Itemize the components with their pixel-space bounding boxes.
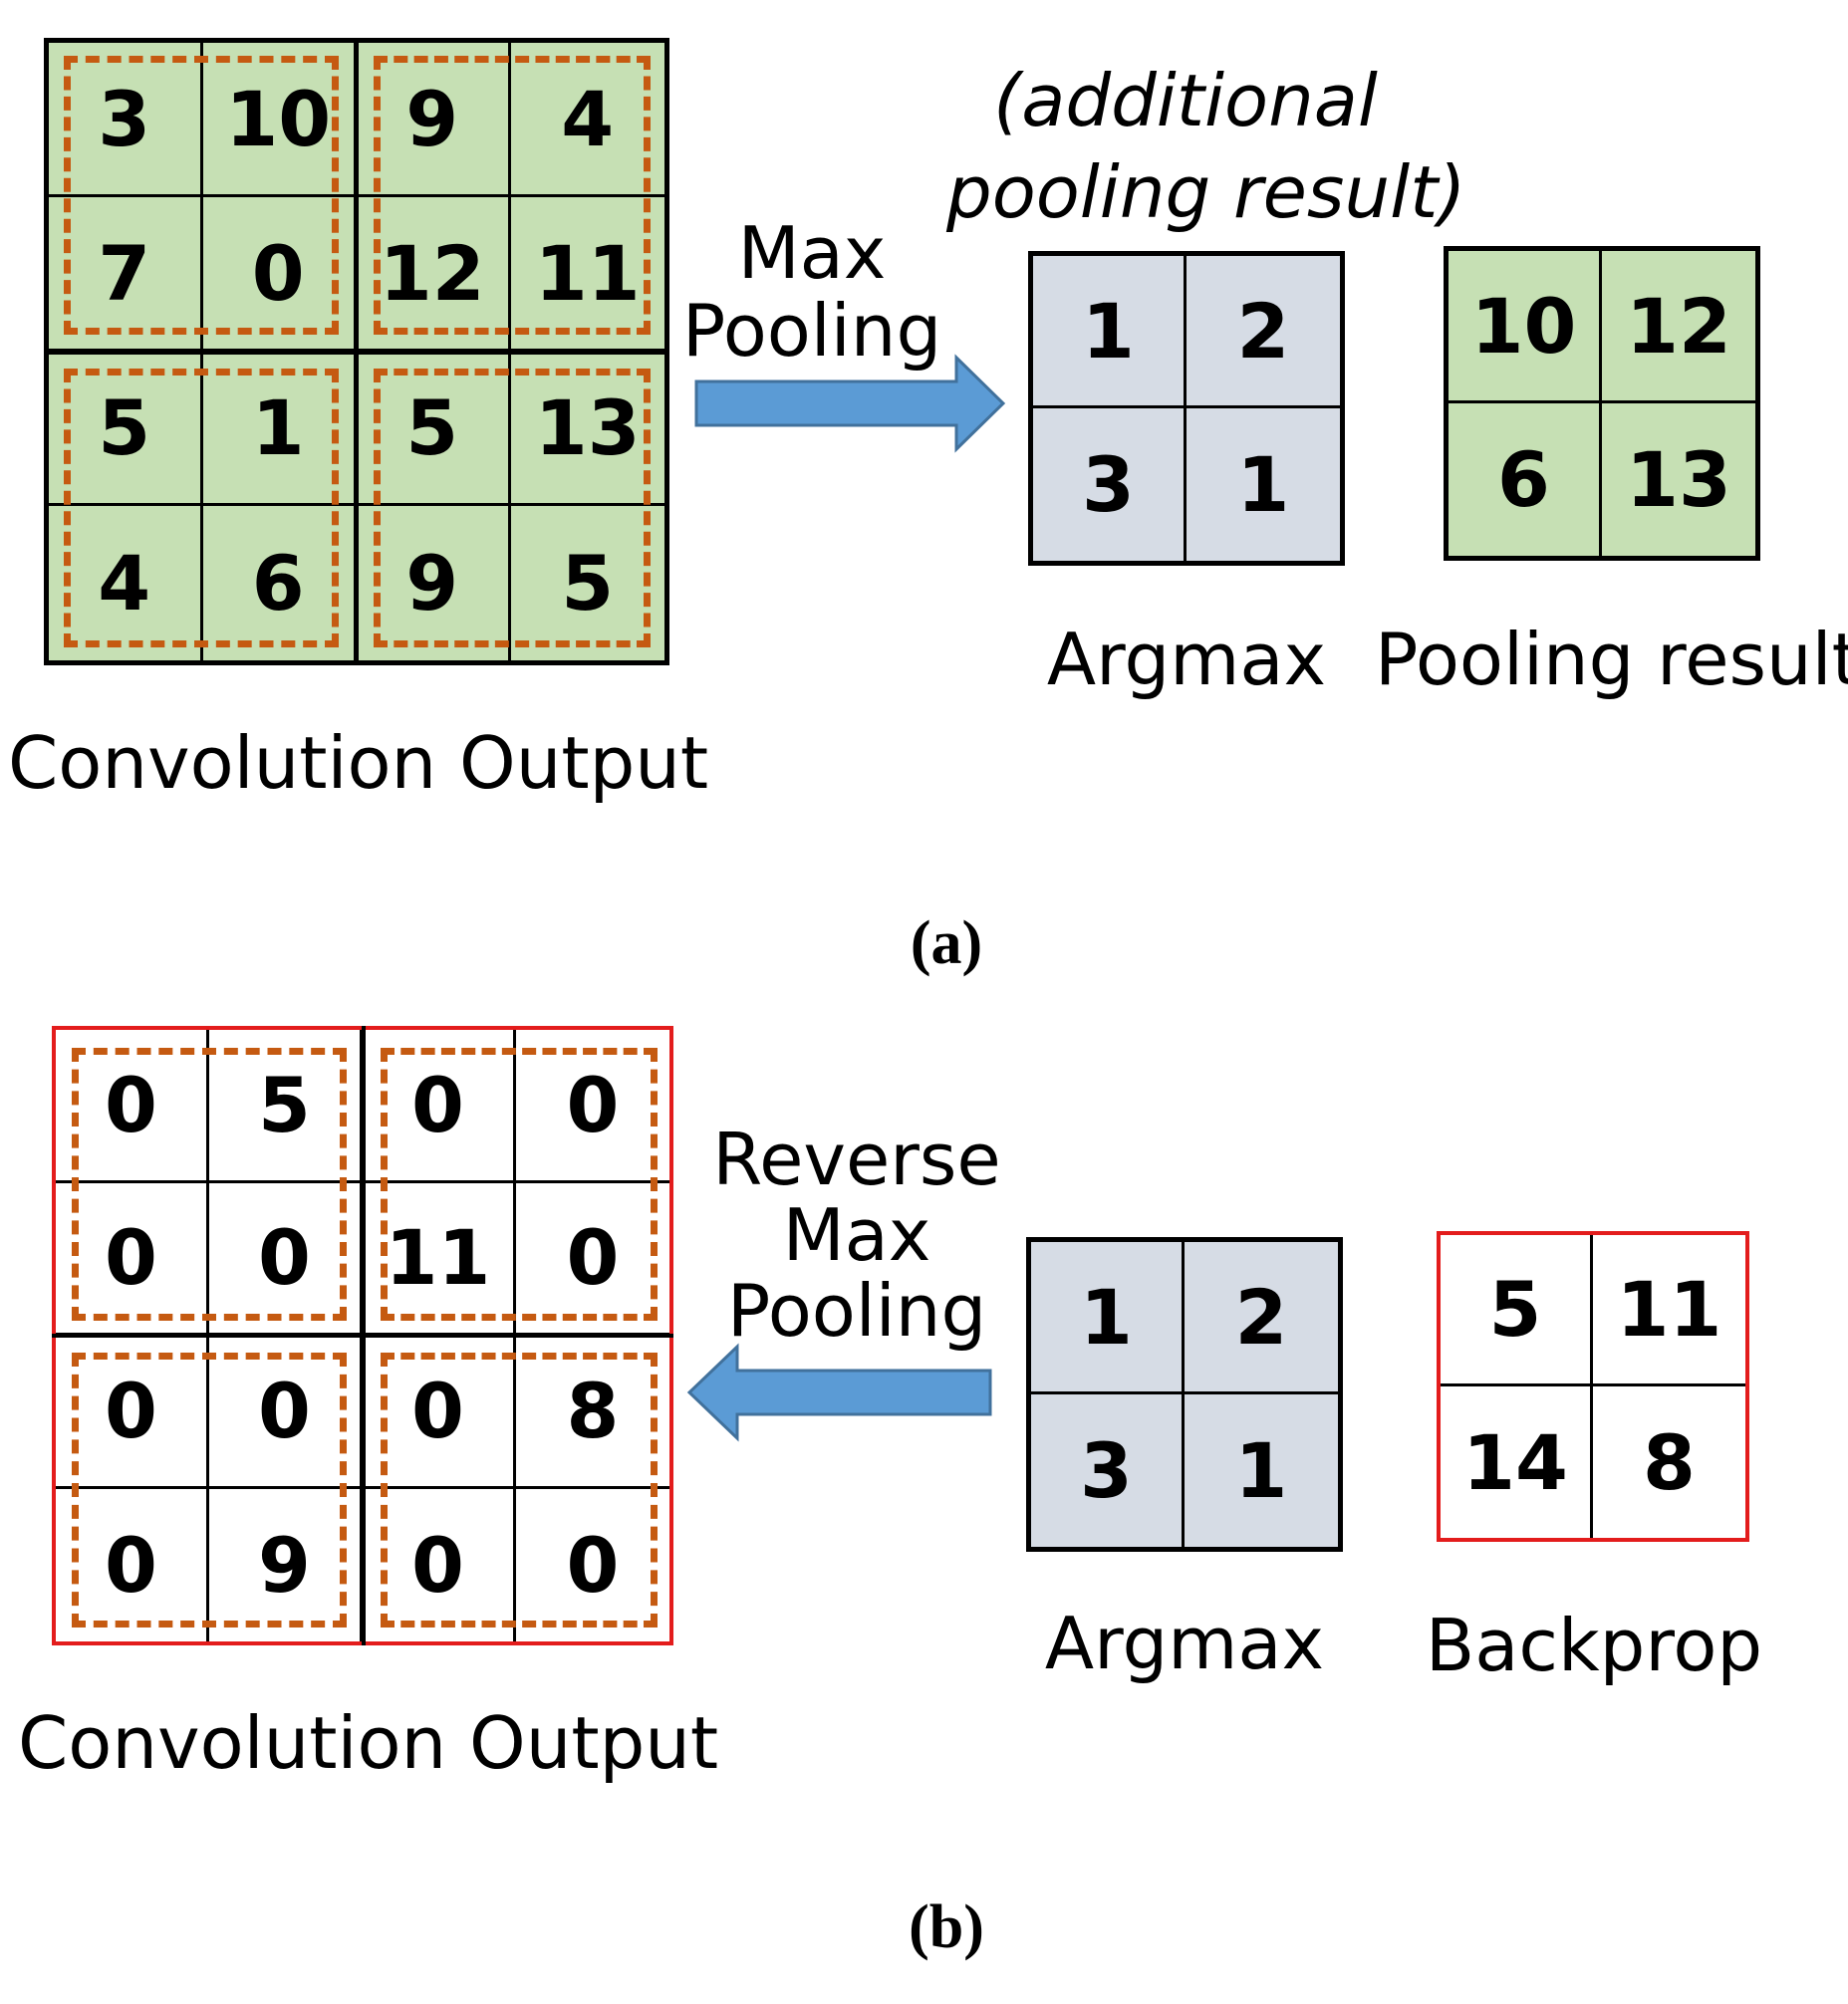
grid-cell: 0 <box>202 197 357 352</box>
grid-cell: 8 <box>516 1336 669 1489</box>
argmax-label-a: Argmax <box>1046 618 1327 701</box>
grid-cell: 10 <box>202 43 357 197</box>
grid-cell: 5 <box>1441 1235 1593 1386</box>
argmax-grid-a: 1 2 3 1 <box>1028 251 1345 566</box>
grid-cell: 2 <box>1187 256 1340 408</box>
arrow-label-line: Reverse <box>712 1118 1001 1201</box>
grid-cell: 5 <box>49 352 203 506</box>
grid-cell: 14 <box>1441 1386 1593 1538</box>
grid-cell: 0 <box>363 1336 516 1489</box>
pooling-result-grid: 10 12 6 13 <box>1444 246 1760 561</box>
grid-cell: 1 <box>1234 1426 1288 1515</box>
grid-cell: 1 <box>1236 440 1290 529</box>
grid-cell: 5 <box>561 539 615 627</box>
grid-cell: 1 <box>202 352 357 506</box>
grid-cell: 12 <box>357 197 511 352</box>
grid-cell: 0 <box>209 1182 363 1336</box>
grid-cell: 11 <box>1593 1235 1745 1386</box>
argmax-label-b: Argmax <box>1044 1602 1325 1685</box>
grid-cell: 0 <box>56 1336 209 1489</box>
grid-cell: 7 <box>49 197 203 352</box>
grid-cell: 0 <box>209 1336 363 1489</box>
additional-line: pooling result) <box>946 150 1466 234</box>
conv-output-label-a: Convolution Output <box>8 721 709 805</box>
grid-cell: 10 <box>1449 251 1602 403</box>
grid-cell: 11 <box>363 1182 516 1336</box>
grid-cell: 6 <box>203 506 357 660</box>
argmax-grid-b: 1 2 3 1 <box>1026 1237 1343 1552</box>
grid-cell: 1 <box>1031 1242 1185 1394</box>
grid-divider <box>52 1334 673 1338</box>
grid-cell: 0 <box>516 1030 669 1183</box>
arrow-label-line: Max <box>782 1193 931 1277</box>
grid-cell: 0 <box>56 1182 209 1336</box>
right-arrow-icon <box>694 354 1006 453</box>
additional-line: (additional <box>993 59 1378 142</box>
grid-cell: 3 <box>49 43 203 197</box>
grid-cell: 12 <box>1602 251 1755 403</box>
grid-cell: 13 <box>1626 435 1731 524</box>
grid-cell: 9 <box>209 1488 363 1641</box>
grid-cell: 0 <box>56 1488 209 1641</box>
grid-cell: 5 <box>357 352 511 506</box>
grid-cell: 1 <box>1033 256 1187 408</box>
grid-cell: 0 <box>363 1030 516 1183</box>
additional-pooling-label: (additional pooling result) <box>946 55 1466 238</box>
grid-cell: 4 <box>510 43 664 197</box>
backprop-grid: 5 11 14 8 <box>1437 1231 1749 1542</box>
grid-cell: 0 <box>363 1488 516 1641</box>
caption-a: (a) <box>910 909 983 977</box>
pooling-result-label: Pooling result <box>1375 618 1848 701</box>
grid-cell: 9 <box>357 43 511 197</box>
grid-cell: 0 <box>56 1030 209 1183</box>
grid-cell: 6 <box>1449 403 1602 556</box>
grid-cell: 3 <box>1033 408 1187 561</box>
max-pooling-label: Max Pooling <box>677 214 946 370</box>
backprop-label: Backprop <box>1425 1604 1763 1687</box>
grid-cell: 2 <box>1185 1242 1338 1394</box>
grid-cell: 11 <box>510 197 664 352</box>
arrow-label-line: Pooling <box>726 1269 987 1353</box>
grid-cell: 0 <box>566 1520 620 1610</box>
grid-cell: 4 <box>49 506 203 660</box>
arrow-label-line: Pooling <box>681 289 942 373</box>
grid-cell: 3 <box>1031 1394 1185 1547</box>
grid-divider <box>44 350 669 355</box>
reverse-max-pooling-label: Reverse Max Pooling <box>697 1122 1016 1349</box>
grid-cell: 13 <box>510 352 664 506</box>
grid-cell: 0 <box>516 1183 669 1336</box>
left-arrow-icon <box>686 1343 992 1442</box>
arrow-label-line: Max <box>737 211 887 295</box>
grid-cell: 5 <box>209 1030 363 1183</box>
caption-b: (b) <box>909 1893 984 1961</box>
grid-cell: 8 <box>1643 1417 1696 1507</box>
conv-output-label-b: Convolution Output <box>18 1701 719 1785</box>
grid-cell: 9 <box>357 506 511 660</box>
